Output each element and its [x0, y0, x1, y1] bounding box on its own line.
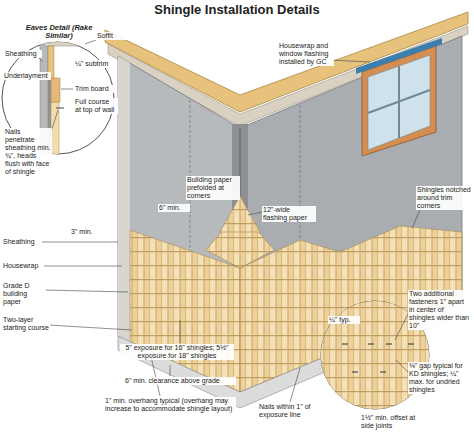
callout-label: Trim board	[74, 85, 116, 93]
callout-label: 5" exposure for 16" shingles; 5½" exposu…	[120, 344, 234, 360]
callout-label: Housewrap and window flashing installed …	[278, 42, 334, 66]
callout-label: Grade D building paper	[2, 282, 46, 306]
callout-label: Shingles notched around trim corners	[416, 186, 472, 210]
callout-label: 3" min.	[70, 228, 102, 236]
callout-label: Sheathing	[4, 50, 42, 58]
callout-label: Eaves Detail (Rake Similar)	[22, 24, 96, 40]
callout-label: 12"-wide flashing paper	[262, 206, 316, 222]
callout-label: Building paper prefolded at corners	[186, 176, 240, 200]
callout-label: Housewrap	[2, 262, 44, 270]
callout-label: Full course at top of wall	[74, 98, 118, 114]
callout-label: 6" min. clearance above grade	[124, 377, 236, 385]
callout-label: Two additional fasteners 1" apart in cen…	[408, 290, 472, 330]
callout-label: Nails penetrate sheathing min. ¾", heads…	[4, 128, 52, 176]
callout-label: ⅛" gap typical for KD shingles; ¼" max. …	[408, 362, 472, 394]
callout-label: ¼" subtrim	[74, 60, 116, 68]
callout-label: Nails within 1" of exposure line	[258, 403, 320, 419]
callout-label: ¼" typ.	[328, 316, 360, 324]
callout-label: 6" min.	[158, 204, 190, 212]
diagram-title: Shingle Installation Details	[0, 2, 474, 17]
callout-label: 1" min. overhang typical (overhang may i…	[104, 397, 236, 413]
callout-label: Sheathing	[2, 238, 42, 246]
callout-label: 1½" min. offset at side joints	[360, 414, 428, 430]
callout-label: Soffit	[96, 32, 128, 40]
callout-label: Two-layer starting course	[2, 316, 50, 332]
callout-label: Underlayment	[3, 72, 51, 80]
